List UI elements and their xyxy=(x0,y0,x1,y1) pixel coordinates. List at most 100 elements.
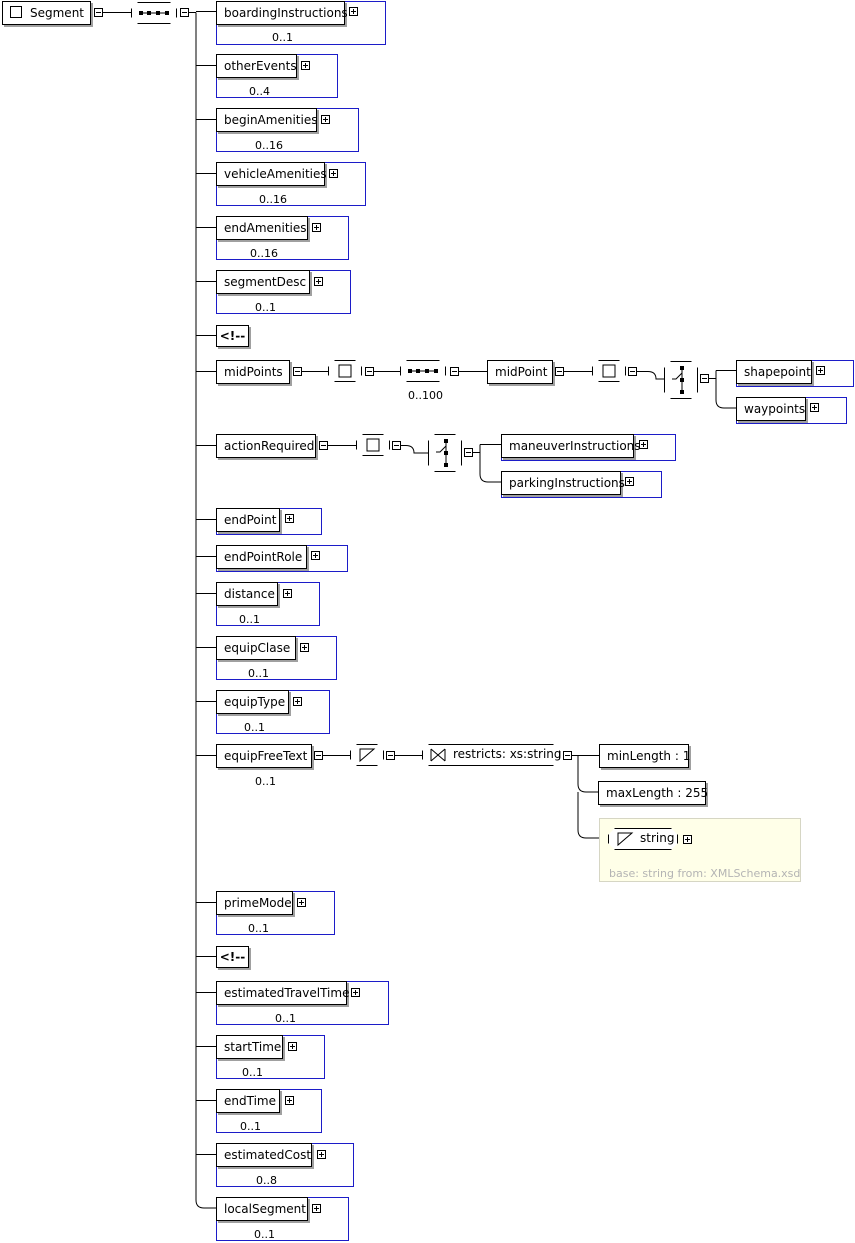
element-endPoint[interactable]: endPoint xyxy=(216,508,280,532)
collapse-toggle[interactable] xyxy=(628,367,637,376)
element-equipType[interactable]: equipType xyxy=(216,690,289,714)
element-label: midPoints xyxy=(224,365,283,379)
all-compositor xyxy=(356,434,390,456)
element-label: endPointRole xyxy=(224,550,303,564)
expand-toggle[interactable] xyxy=(349,7,358,16)
collapse-toggle-segment[interactable] xyxy=(94,8,103,17)
expand-toggle[interactable] xyxy=(683,835,692,844)
element-primeMode[interactable]: primeMode xyxy=(216,891,293,915)
element-label: distance xyxy=(224,587,275,601)
restriction-node[interactable]: restricts: xs:string xyxy=(422,744,562,766)
collapse-toggle[interactable] xyxy=(386,751,395,760)
expand-toggle[interactable] xyxy=(285,1096,294,1105)
element-shapepoint[interactable]: shapepoint xyxy=(736,360,812,384)
collapse-toggle[interactable] xyxy=(450,367,459,376)
expand-toggle[interactable] xyxy=(300,643,309,652)
occurrence-label: 0..1 xyxy=(239,613,260,626)
element-distance[interactable]: distance xyxy=(216,582,278,606)
root-label: Segment xyxy=(30,6,84,20)
element-endAmenities[interactable]: endAmenities xyxy=(216,216,308,240)
expand-toggle[interactable] xyxy=(317,1150,326,1159)
element-midPoint[interactable]: midPoint xyxy=(487,360,553,384)
expand-toggle[interactable] xyxy=(329,169,338,178)
element-label: estimatedCost xyxy=(224,1148,312,1162)
expand-toggle[interactable] xyxy=(285,514,294,523)
collapse-toggle[interactable] xyxy=(464,448,473,457)
sequence-compositor-midpoints xyxy=(400,360,446,382)
simple-type-node xyxy=(350,744,384,766)
element-equipFreeText[interactable]: equipFreeText xyxy=(216,744,312,768)
restriction-label: restricts: xs:string xyxy=(453,747,562,761)
occurrence-label: 0..1 xyxy=(248,667,269,680)
collapse-toggle[interactable] xyxy=(365,367,374,376)
expand-toggle[interactable] xyxy=(321,115,330,124)
sequence-compositor xyxy=(131,2,177,24)
element-maneuverInstructions[interactable]: maneuverInstructions xyxy=(501,434,641,458)
element-vehicleAmenities[interactable]: vehicleAmenities xyxy=(216,162,327,186)
element-estimatedTravelTime[interactable]: estimatedTravelTime xyxy=(216,981,349,1005)
expand-toggle[interactable] xyxy=(288,1042,297,1051)
occurrence-label: 0..1 xyxy=(272,31,293,44)
base-type-label: string xyxy=(640,831,675,845)
group-icon xyxy=(602,364,616,378)
expand-toggle[interactable] xyxy=(625,477,634,486)
element-equipClase[interactable]: equipClase xyxy=(216,636,296,660)
element-waypoints[interactable]: waypoints xyxy=(736,397,806,421)
element-label: vehicleAmenities xyxy=(224,167,327,181)
element-endTime[interactable]: endTime xyxy=(216,1089,280,1113)
expand-toggle[interactable] xyxy=(314,277,323,286)
expand-toggle[interactable] xyxy=(301,61,310,70)
element-startTime[interactable]: startTime xyxy=(216,1035,283,1059)
element-label: endAmenities xyxy=(224,221,307,235)
collapse-toggle[interactable] xyxy=(563,751,572,760)
expand-toggle[interactable] xyxy=(810,403,819,412)
expand-toggle[interactable] xyxy=(816,366,825,375)
occurrence-label: 0..8 xyxy=(256,1174,277,1187)
base-type-note: base: string from: XMLSchema.xsd xyxy=(609,867,801,880)
facet-minLength[interactable]: minLength : 1 xyxy=(599,744,690,768)
element-actionRequired[interactable]: actionRequired xyxy=(216,434,316,458)
element-label: endPoint xyxy=(224,513,277,527)
root-element-segment[interactable]: Segment xyxy=(2,1,91,25)
collapse-toggle-midPoint[interactable] xyxy=(555,367,564,376)
element-otherEvents[interactable]: otherEvents xyxy=(216,54,297,78)
element-estimatedCost[interactable]: estimatedCost xyxy=(216,1143,312,1167)
expand-toggle[interactable] xyxy=(312,1204,321,1213)
element-label: actionRequired xyxy=(224,439,315,453)
collapse-toggle[interactable] xyxy=(700,374,709,383)
expand-toggle[interactable] xyxy=(283,589,292,598)
collapse-toggle-sequence[interactable] xyxy=(180,8,189,17)
base-type-string[interactable]: string xyxy=(608,828,678,850)
occurrence-label: 0..1 xyxy=(248,922,269,935)
element-label: midPoint xyxy=(495,365,548,379)
element-label: localSegment xyxy=(224,1202,306,1216)
occurrence-label: 0..1 xyxy=(254,1228,275,1241)
collapse-toggle-equipFreeText[interactable] xyxy=(314,751,323,760)
collapse-toggle-midPoints[interactable] xyxy=(293,367,302,376)
collapse-toggle-actionRequired[interactable] xyxy=(319,441,328,450)
element-localSegment[interactable]: localSegment xyxy=(216,1197,308,1221)
comment-node[interactable]: <!-- xyxy=(216,325,249,347)
collapse-toggle[interactable] xyxy=(392,441,401,450)
expand-toggle[interactable] xyxy=(351,988,360,997)
element-boardingInstructions[interactable]: boardingInstructions xyxy=(216,1,348,25)
element-parkingInstructions[interactable]: parkingInstructions xyxy=(501,471,625,495)
element-icon xyxy=(10,6,22,18)
element-segmentDesc[interactable]: segmentDesc xyxy=(216,270,310,294)
choice-compositor xyxy=(428,434,462,472)
all-compositor xyxy=(592,360,626,382)
expand-toggle[interactable] xyxy=(297,898,306,907)
expand-toggle[interactable] xyxy=(639,440,648,449)
expand-toggle[interactable] xyxy=(293,697,302,706)
occurrence-label: 0..16 xyxy=(255,139,283,152)
element-midPoints[interactable]: midPoints xyxy=(216,360,290,384)
expand-toggle[interactable] xyxy=(311,551,320,560)
comment-node[interactable]: <!-- xyxy=(216,946,249,968)
element-beginAmenities[interactable]: beginAmenities xyxy=(216,108,317,132)
expand-toggle[interactable] xyxy=(312,223,321,232)
facet-maxLength[interactable]: maxLength : 255 xyxy=(598,781,708,805)
element-label: equipClase xyxy=(224,641,291,655)
element-endPointRole[interactable]: endPointRole xyxy=(216,545,307,569)
restriction-icon xyxy=(430,748,446,762)
